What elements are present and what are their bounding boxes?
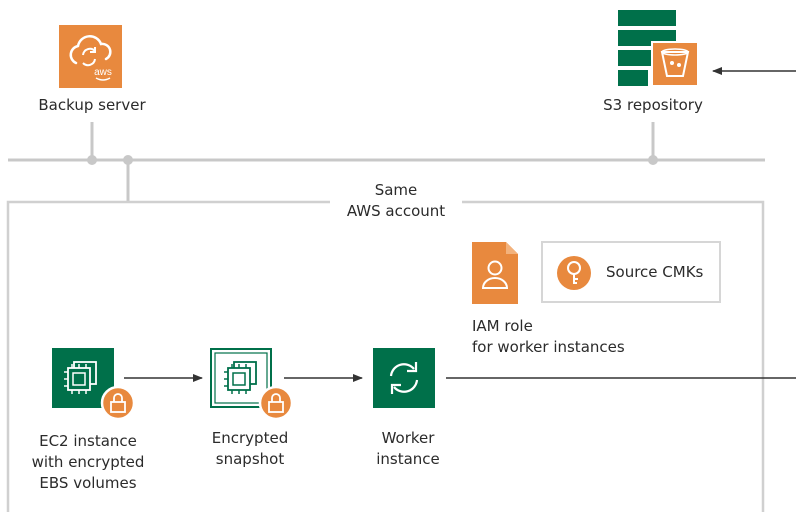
- chip-icon: [52, 348, 136, 420]
- encrypted-snapshot-label-line1: Encrypted: [211, 429, 289, 447]
- worker-instance-label-line2: instance: [376, 450, 440, 468]
- worker-instance-label-line1: Worker: [381, 429, 435, 447]
- iam-role-label-line1: IAM role: [472, 317, 533, 335]
- encrypted-snapshot-label-line2: snapshot: [215, 450, 285, 468]
- source-cmks-label: Source CMKs: [606, 263, 704, 281]
- s3-repository-junction: [648, 155, 658, 165]
- source-cmks-box: Source CMKs: [541, 241, 721, 303]
- svg-text:aws: aws: [94, 67, 112, 78]
- iam-user-document-icon: [472, 242, 518, 304]
- backup-server-label: Backup server: [38, 96, 146, 114]
- aws-account-label-line1: Same: [374, 181, 418, 199]
- aws-account-boundary: [6, 200, 765, 512]
- s3-repository-label: S3 repository: [603, 96, 703, 114]
- ec2-instance-label-line3: EBS volumes: [39, 474, 137, 492]
- iam-role-label-line2: for worker instances: [472, 338, 625, 356]
- backup-server-junction: [87, 155, 97, 165]
- ec2-instance-label-line1: EC2 instance: [39, 432, 137, 450]
- aws-cloud-sync-icon: aws: [59, 25, 122, 88]
- aws-account-junction: [123, 155, 133, 165]
- aws-account-label-line2: AWS account: [346, 202, 446, 220]
- sync-icon: [373, 348, 435, 408]
- chip-snapshot-icon: [210, 348, 294, 420]
- ec2-instance-label-line2: with encrypted: [31, 453, 145, 471]
- key-icon: [557, 256, 591, 290]
- s3-repository-icon: [618, 10, 699, 87]
